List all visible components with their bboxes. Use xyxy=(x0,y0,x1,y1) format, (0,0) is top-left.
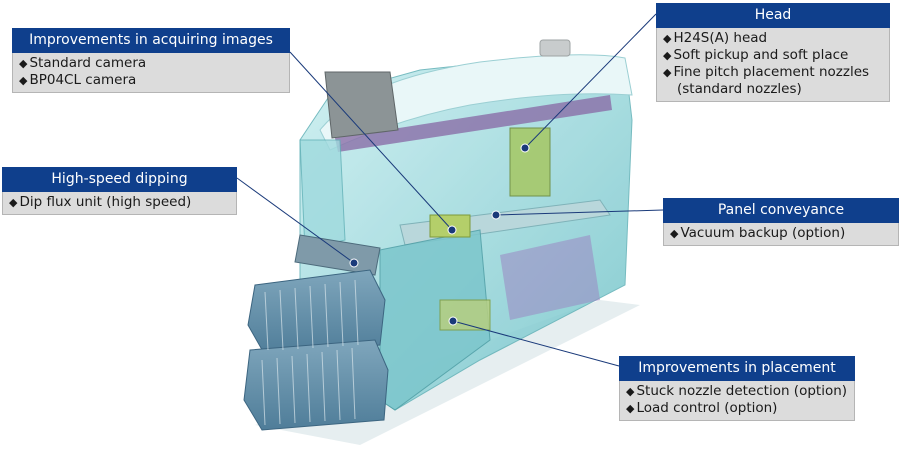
callout-acquiring-title: Improvements in acquiring images xyxy=(12,28,290,53)
list-item: ◆Stuck nozzle detection (option) xyxy=(626,383,848,399)
callout-head-body: ◆H24S(A) head ◆Soft pickup and soft plac… xyxy=(656,28,890,102)
gantry-beam xyxy=(335,95,612,152)
machine-top-canopy xyxy=(319,54,633,151)
diamond-bullet-icon: ◆ xyxy=(626,402,635,415)
head-unit xyxy=(509,127,551,197)
placement-unit xyxy=(439,299,491,331)
callout-conveyance-title: Panel conveyance xyxy=(663,198,899,223)
callout-head-title: Head xyxy=(656,3,890,28)
monitor xyxy=(324,71,399,139)
list-item: ◆H24S(A) head xyxy=(663,30,768,46)
dot-dipping xyxy=(349,258,359,268)
callout-acquiring-images: Improvements in acquiring images ◆Standa… xyxy=(12,28,290,93)
leader-placement xyxy=(452,320,620,367)
diamond-bullet-icon: ◆ xyxy=(9,196,18,209)
callout-improvements-placement: Improvements in placement ◆Stuck nozzle … xyxy=(619,356,855,421)
feeder-ribs xyxy=(261,279,359,426)
callout-head: Head ◆H24S(A) head ◆Soft pickup and soft… xyxy=(656,3,890,102)
list-item: ◆Fine pitch placement nozzles xyxy=(663,64,870,80)
top-handle xyxy=(539,39,571,57)
diamond-bullet-icon: ◆ xyxy=(19,57,28,70)
feeder-bank-lower xyxy=(243,339,389,431)
dot-head xyxy=(520,143,530,153)
dot-placement xyxy=(448,316,458,326)
list-item: (standard nozzles) xyxy=(677,81,802,97)
diamond-bullet-icon: ◆ xyxy=(663,66,672,79)
list-item: ◆Dip flux unit (high speed) xyxy=(9,194,192,210)
callout-dipping-title: High-speed dipping xyxy=(2,167,237,192)
dot-conveyance xyxy=(491,210,501,220)
callout-acquiring-body: ◆Standard camera ◆BP04CL camera xyxy=(12,53,290,93)
dip-flux-unit xyxy=(294,234,381,276)
leader-acquiring xyxy=(289,51,453,231)
list-item: ◆BP04CL camera xyxy=(19,72,137,88)
list-item: ◆Load control (option) xyxy=(626,400,778,416)
purple-block xyxy=(500,235,600,320)
leader-dipping xyxy=(236,177,355,264)
callout-dipping-body: ◆Dip flux unit (high speed) xyxy=(2,192,237,215)
callout-placement-body: ◆Stuck nozzle detection (option) ◆Load c… xyxy=(619,381,855,421)
callout-conveyance-body: ◆Vacuum backup (option) xyxy=(663,223,899,246)
dot-acquiring xyxy=(447,225,457,235)
leader-head xyxy=(524,13,657,149)
callout-placement-title: Improvements in placement xyxy=(619,356,855,381)
list-item: ◆Standard camera xyxy=(19,55,147,71)
list-item: ◆Soft pickup and soft place xyxy=(663,47,849,63)
list-item: ◆Vacuum backup (option) xyxy=(670,225,846,241)
diamond-bullet-icon: ◆ xyxy=(663,32,672,45)
left-tower xyxy=(299,139,346,251)
leader-lines xyxy=(236,13,664,367)
callout-high-speed-dipping: High-speed dipping ◆Dip flux unit (high … xyxy=(2,167,237,215)
diamond-bullet-icon: ◆ xyxy=(663,49,672,62)
leader-conveyance xyxy=(495,209,664,216)
diamond-bullet-icon: ◆ xyxy=(19,74,28,87)
callout-panel-conveyance: Panel conveyance ◆Vacuum backup (option) xyxy=(663,198,899,246)
diamond-bullet-icon: ◆ xyxy=(626,385,635,398)
diamond-bullet-icon: ◆ xyxy=(670,227,679,240)
